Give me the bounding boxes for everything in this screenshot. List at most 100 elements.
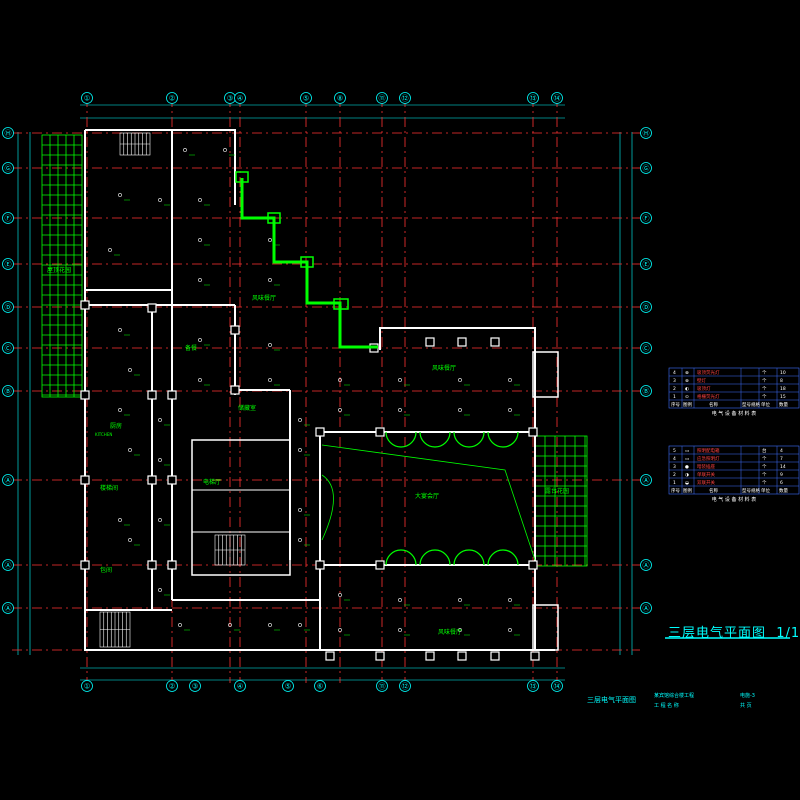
axis-bottom-0: ① [84, 683, 90, 691]
light-fixture-icon [458, 628, 462, 632]
walls [84, 129, 559, 651]
legend-cell: 个 [762, 394, 767, 400]
column [147, 390, 157, 400]
legend-header: 名称 [709, 487, 718, 494]
axis-top-6-circle [376, 92, 388, 104]
axis-top-1-circle [166, 92, 178, 104]
axis-bottom-4-circle [282, 680, 294, 692]
drawing-scale: 1/100 [776, 626, 800, 641]
legend-frame [668, 367, 800, 409]
light-fixture-icon [398, 408, 402, 412]
legend-cell: 15 [780, 394, 786, 400]
legend-header: 数量 [779, 401, 788, 408]
drawing-title: 三层电气平面图 1/100 [668, 622, 800, 641]
room-label-banquet: 大宴会厅 [415, 492, 439, 500]
light-fixture-icon [198, 238, 202, 242]
axis-top-4-circle [300, 92, 312, 104]
column [528, 560, 538, 570]
legend-cell: 照明配电箱 [697, 447, 720, 454]
legend-cell: 3 [673, 378, 676, 384]
legend-cell: 7 [780, 456, 783, 462]
column [230, 325, 240, 335]
room-label-terrace: 露台花园 [545, 487, 569, 495]
axis-grid [12, 97, 640, 683]
legend-cell: 个 [762, 480, 767, 486]
light-fixture-icon [458, 378, 462, 382]
axis-left-2: Ⓕ [5, 215, 12, 223]
axis-bottom-2: ③ [192, 683, 198, 691]
axis-right-6-circle [640, 385, 652, 397]
light-fixture-icon [508, 628, 512, 632]
light-fixture-icon [508, 598, 512, 602]
column [80, 390, 90, 400]
column [147, 560, 157, 570]
light-fixture-icon [183, 148, 187, 152]
light-fixture-icon [398, 378, 402, 382]
legend-header: 型号规格 [742, 401, 760, 408]
legend-header: 名称 [709, 401, 718, 408]
axis-right-5-circle [640, 342, 652, 354]
axis-right-8-circle [640, 559, 652, 571]
legend-cell: 暗装插座 [697, 463, 715, 470]
legend-cell: 4 [673, 370, 676, 376]
axis-bottom-6-circle [376, 680, 388, 692]
room-label-side: 包间 [100, 566, 112, 574]
axis-left-1-circle [2, 162, 14, 174]
arch [487, 431, 519, 448]
axis-left-0-circle [2, 127, 14, 139]
column [425, 337, 435, 347]
arch [419, 431, 451, 448]
column [167, 475, 177, 485]
legend-header: 图例 [683, 401, 692, 408]
room-label-roof: 屋顶花园 [47, 266, 71, 274]
legend-cell: 个 [762, 386, 767, 392]
titleblock-stage: 工 程 名 称 [654, 703, 679, 709]
axis-right-8: Ⓐ [643, 562, 650, 570]
light-fixture-icon [508, 408, 512, 412]
axis-bottom-5-circle [314, 680, 326, 692]
axis-right-7: Ⓐ [643, 477, 650, 485]
legend-cell: 单联开关 [697, 471, 715, 478]
axis-bottom-5: ⑥ [317, 683, 323, 691]
light-fixture-icon [298, 538, 302, 542]
light-fixture-icon [118, 193, 122, 197]
axis-bottom-9-circle [551, 680, 563, 692]
light-fixture-icon [338, 378, 342, 382]
axis-left-5-circle [2, 342, 14, 354]
arch [385, 549, 417, 566]
legend-cell: 个 [762, 370, 767, 376]
titleblock-drawing-no: 电施-3 [740, 693, 755, 699]
axis-top-1: ② [169, 95, 175, 103]
axis-top-0-circle [81, 92, 93, 104]
room-label-hall-n: 风味餐厅 [252, 294, 276, 302]
column [530, 651, 540, 661]
legend-cell: 个 [762, 378, 767, 384]
column [147, 303, 157, 313]
axis-right-1-circle [640, 162, 652, 174]
axis-bottom-6: ⑪ [379, 683, 386, 691]
arch [385, 431, 417, 448]
light-fixture-icon [198, 338, 202, 342]
light-fixture-icon [458, 598, 462, 602]
column [528, 427, 538, 437]
axis-right-0-circle [640, 127, 652, 139]
axis-bottom-9: ⑭ [554, 683, 561, 691]
light-fixture-icon [158, 418, 162, 422]
legend-header: 图例 [683, 487, 692, 494]
legend-cell: 格栅荧光灯 [697, 393, 720, 400]
legend-cell: 4 [673, 456, 676, 462]
axis-top-2: ③ [227, 95, 233, 103]
axis-left-3-circle [2, 258, 14, 270]
light-fixture-icon [268, 343, 272, 347]
axis-right-2-circle [640, 212, 652, 224]
arch [419, 549, 451, 566]
axis-top-8: ⑬ [530, 95, 537, 103]
axis-top-9: ⑭ [554, 95, 561, 103]
axis-right-3-circle [640, 258, 652, 270]
room-label-elevator: 电梯厅 [203, 478, 221, 486]
legend-cell: ▭ [685, 449, 689, 454]
light-fixture-icon [458, 408, 462, 412]
light-fixture-icon [398, 598, 402, 602]
axis-right-9: Ⓐ [643, 605, 650, 613]
